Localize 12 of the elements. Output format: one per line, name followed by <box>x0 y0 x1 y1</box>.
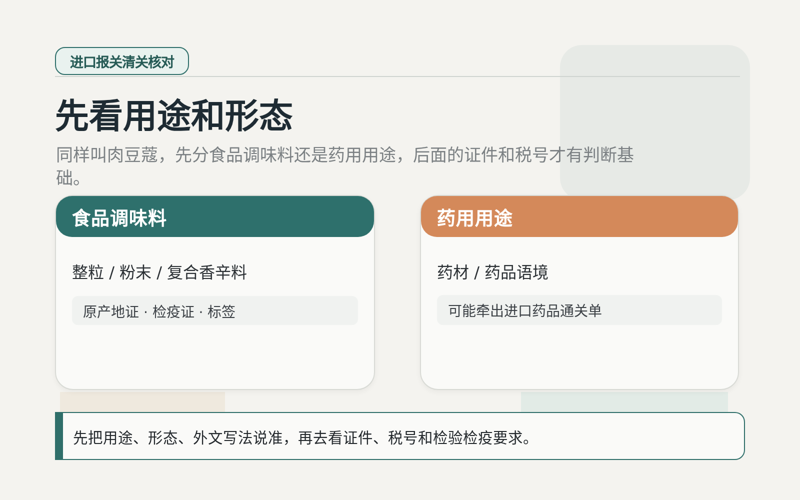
document-chip: 原产地证 · 检疫证 · 标签 <box>72 296 358 325</box>
card-header: 药用用途 <box>421 196 738 237</box>
card-text: 整粒 / 粉末 / 复合香辛料 <box>72 262 248 284</box>
card <box>55 195 375 390</box>
card-header: 食品调味料 <box>56 196 374 237</box>
card <box>420 195 739 390</box>
card-text: 药材 / 药品语境 <box>437 262 549 284</box>
tag-pill: 进口报关清关核对 <box>55 47 189 75</box>
note-box: 先把用途、形态、外文写法说准，再去看证件、税号和检验检疫要求。 <box>55 412 745 460</box>
document-chip: 可能牵出进口药品通关单 <box>437 295 722 325</box>
subtitle: 同样叫肉豆蔻，先分食品调味料还是药用用途，后面的证件和税号才有判断基础。 <box>56 145 635 191</box>
title: 先看用途和形态 <box>55 97 293 137</box>
